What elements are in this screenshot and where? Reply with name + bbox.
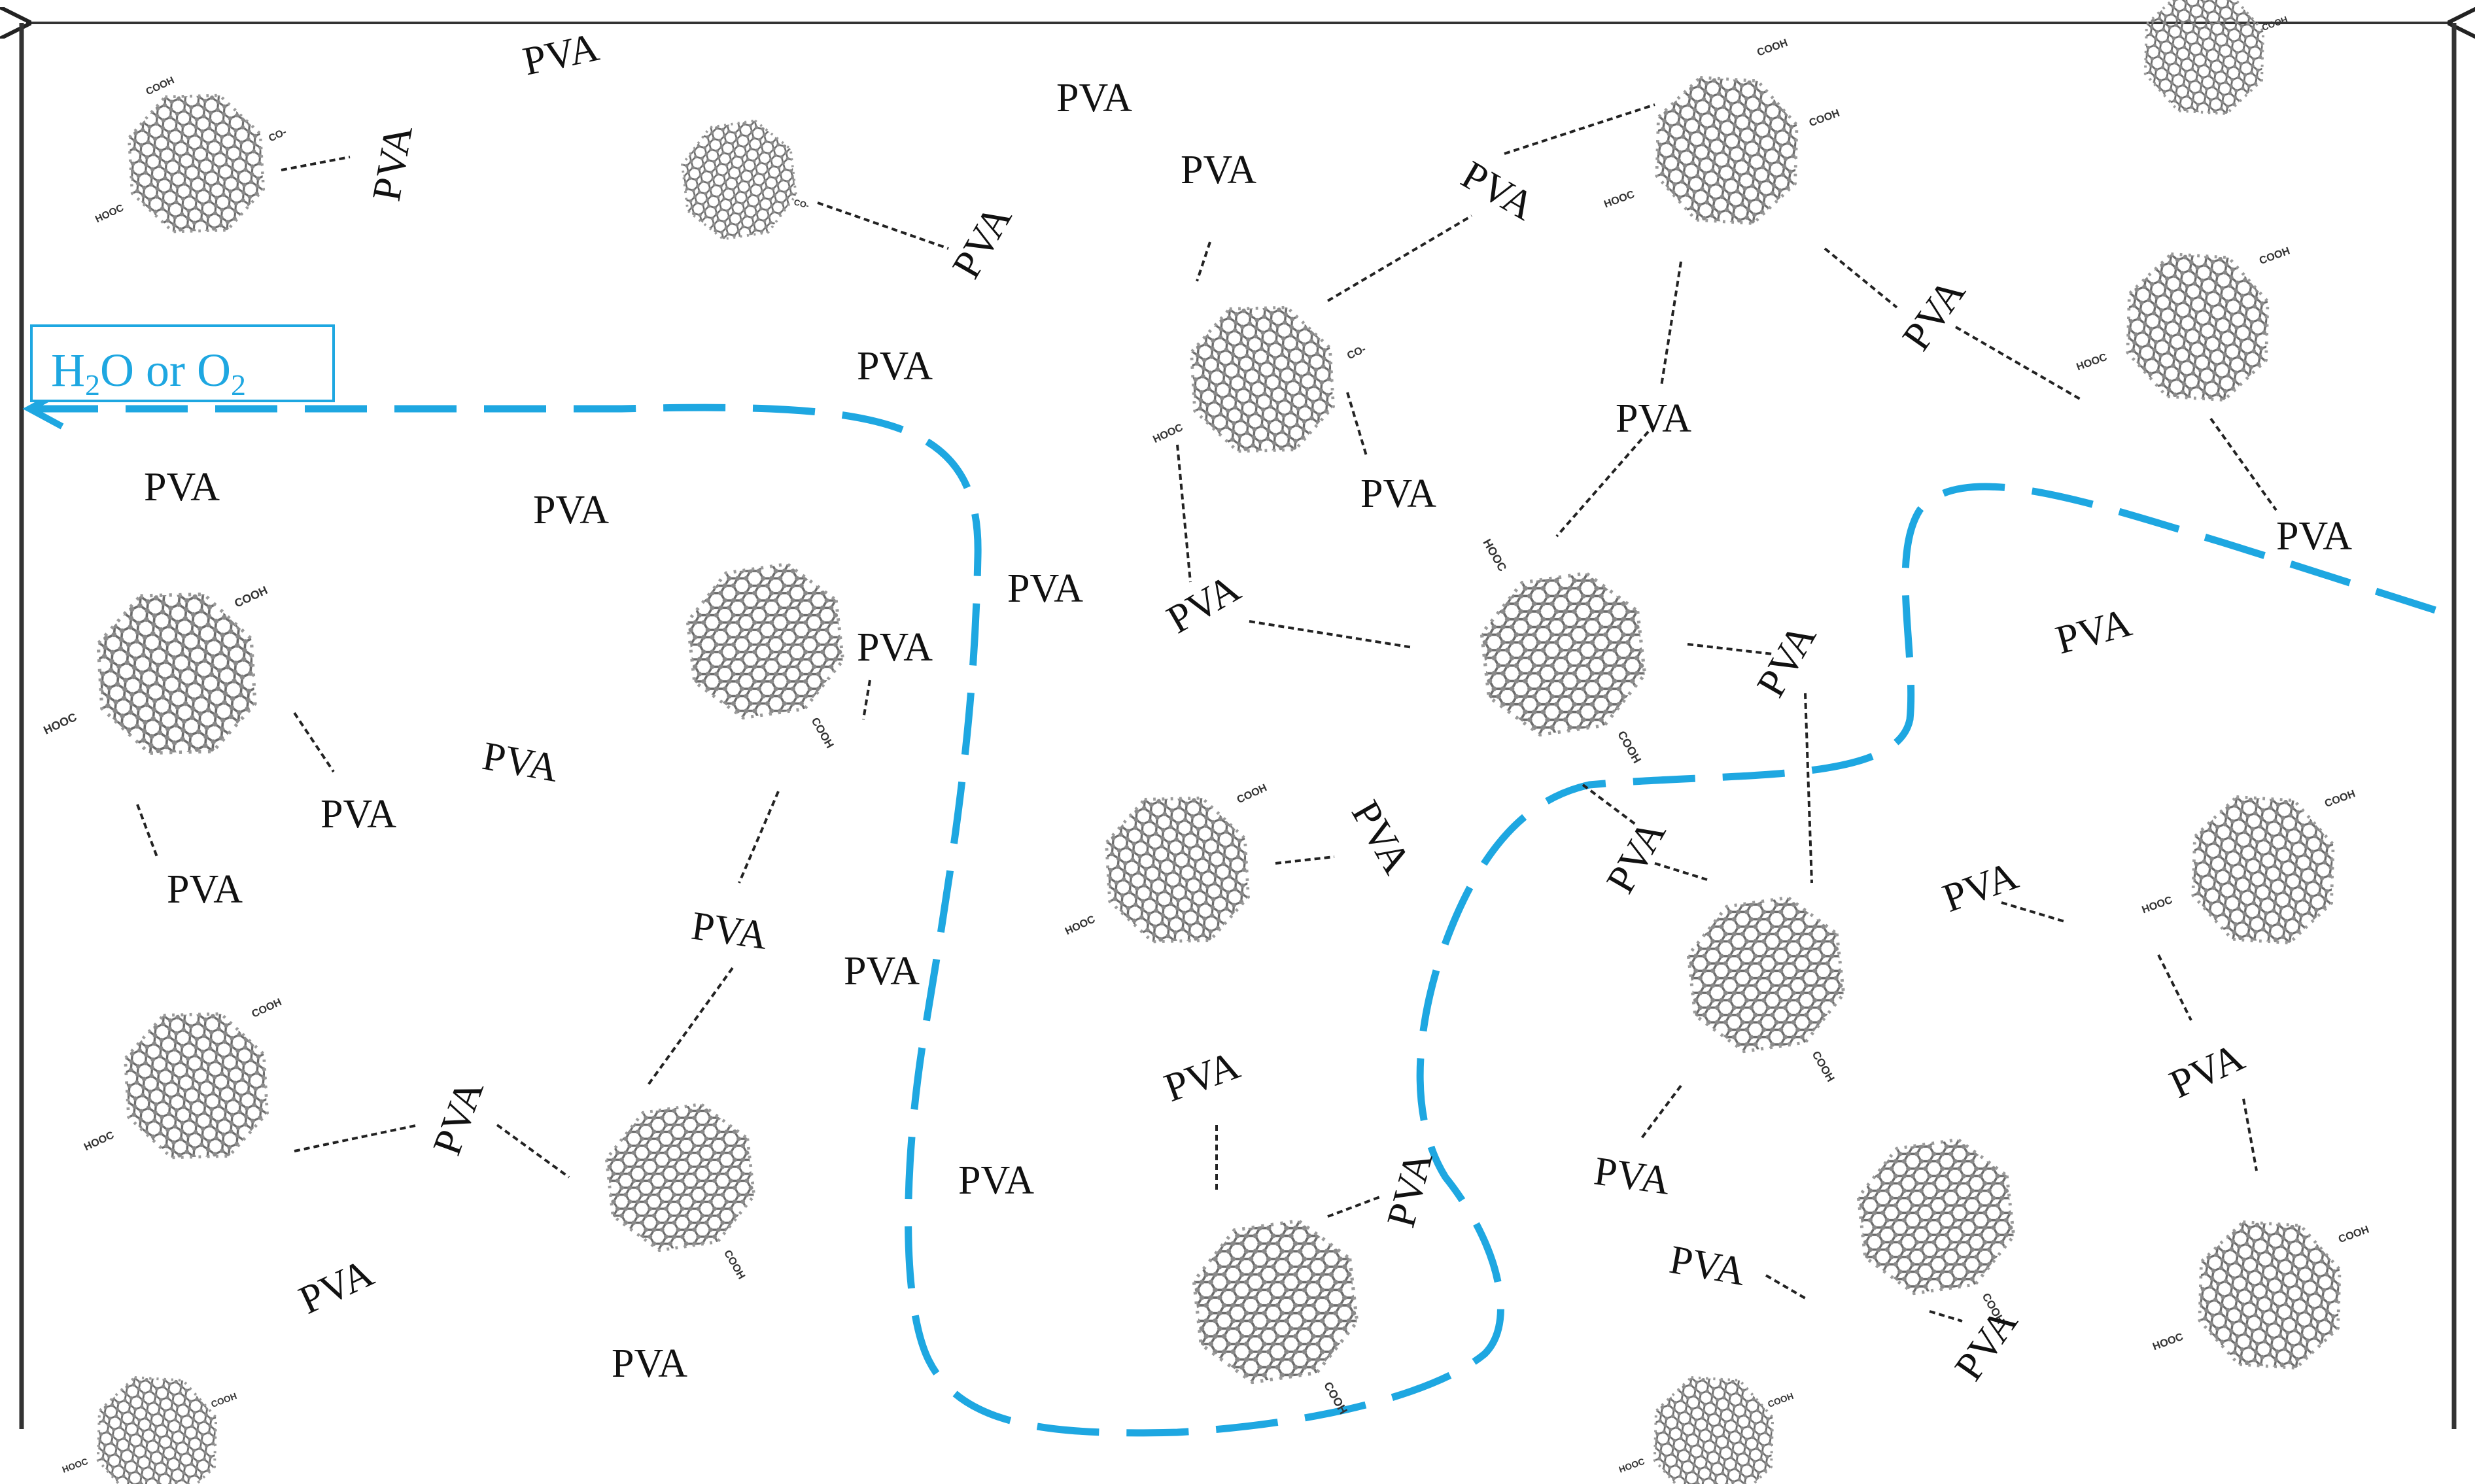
pva-label: PVA — [1748, 616, 1825, 704]
svg-text:COOH: COOH — [2260, 14, 2289, 33]
pva-label: PVA — [167, 867, 243, 912]
pva-label: PVA — [1598, 812, 1674, 901]
pva-label: PVA — [1616, 396, 1691, 441]
svg-text:COOH: COOH — [232, 583, 269, 610]
go-sheet: COOH — [1826, 1108, 2069, 1366]
pva-label: PVA — [944, 198, 1020, 286]
pva-label: PVA — [1360, 472, 1436, 516]
svg-text:COOH: COOH — [1810, 1049, 1837, 1084]
pva-label: PVA — [2051, 600, 2136, 663]
go-sheet: HOOC CO- — [1151, 264, 1368, 502]
pva-labels: PVA PVA PVA PVA PVA PVA PVA PVA PVA PVA … — [144, 25, 2352, 1389]
svg-text:COOH: COOH — [809, 716, 837, 751]
pva-label: PVA — [958, 1158, 1034, 1203]
hydrogen-bonds — [136, 103, 2277, 1322]
pva-label: PVA — [2163, 1035, 2251, 1107]
go-sheet: CO- — [665, 104, 814, 256]
pva-label: PVA — [1007, 566, 1083, 611]
go-sheet: COOH COOH HOOC — [1602, 37, 1841, 269]
svg-text:CO-: CO- — [793, 197, 810, 211]
go-sheet: COOH HOOC — [1064, 751, 1315, 994]
svg-text:COOH: COOH — [1767, 1391, 1795, 1409]
svg-text:COOH: COOH — [2258, 245, 2292, 266]
go-sheet: COOH HOOC — [41, 546, 319, 812]
svg-text:COOH: COOH — [1235, 782, 1269, 806]
pva-label: PVA — [479, 734, 562, 791]
pva-label: PVA — [857, 344, 933, 388]
svg-text:COOH: COOH — [1615, 729, 1644, 765]
go-sheet: COOH HOOC — [61, 1347, 264, 1484]
svg-text:HOOC: HOOC — [1618, 1457, 1646, 1475]
diffusion-path-main — [36, 404, 2441, 1437]
svg-text:HOOC: HOOC — [1064, 913, 1098, 937]
svg-text:HOOC: HOOC — [2151, 1331, 2185, 1353]
gas-legend-box — [30, 324, 335, 402]
go-sheet: COOH HOOC — [2075, 216, 2330, 444]
pva-label: PVA — [1947, 1301, 2026, 1389]
svg-text:CO-: CO- — [267, 126, 288, 144]
go-sheet: COOH — [576, 1074, 806, 1319]
svg-text:HOOC: HOOC — [1151, 421, 1185, 445]
pva-label: PVA — [292, 1251, 380, 1323]
go-sheet: COOH HOOC — [1420, 537, 1703, 811]
svg-text:COOH: COOH — [1756, 37, 1790, 58]
svg-text:HOOC: HOOC — [2140, 894, 2174, 916]
pva-label: PVA — [320, 792, 396, 837]
pva-label: PVA — [424, 1074, 493, 1161]
pva-label: PVA — [1056, 76, 1132, 120]
pva-label: PVA — [144, 465, 220, 509]
go-sheet: COOH HOOC — [2140, 759, 2395, 987]
pva-label: PVA — [1667, 1237, 1749, 1294]
svg-text:COOH: COOH — [1807, 107, 1841, 129]
svg-text:HOOC: HOOC — [94, 202, 126, 225]
svg-text:HOOC: HOOC — [61, 1457, 90, 1475]
go-sheet: COOH HOOC — [1618, 1347, 1820, 1484]
svg-text:COOH: COOH — [210, 1391, 238, 1409]
pva-label: PVA — [1894, 271, 1974, 358]
pva-label: PVA — [364, 122, 421, 204]
pva-label: PVA — [1159, 1043, 1246, 1111]
pva-label: PVA — [519, 25, 603, 84]
go-sheet: COOH HOOC — [2151, 1182, 2371, 1411]
pva-label: PVA — [1591, 1149, 1673, 1204]
pva-label: PVA — [844, 949, 920, 993]
go-sheet: COOH — [1656, 866, 1899, 1124]
pva-label: PVA — [689, 904, 770, 959]
svg-text:COOH: COOH — [144, 75, 176, 97]
go-sheet: COOH — [2123, 0, 2289, 135]
pva-label: PVA — [612, 1341, 687, 1386]
pva-label: PVA — [2276, 514, 2352, 559]
svg-text:HOOC: HOOC — [41, 710, 78, 737]
svg-text:COOH: COOH — [2337, 1224, 2371, 1245]
pva-label: PVA — [533, 488, 609, 532]
pva-label: PVA — [1160, 566, 1248, 642]
svg-text:COOH: COOH — [2323, 787, 2357, 809]
pva-label: PVA — [1343, 793, 1419, 882]
go-sheet: COOH HOOC — [82, 968, 331, 1210]
svg-text:COOH: COOH — [250, 996, 284, 1020]
svg-text:HOOC: HOOC — [1480, 537, 1509, 574]
gas-legend-label: H2O or O2 — [51, 344, 246, 402]
pva-label: PVA — [857, 625, 933, 670]
pva-label: PVA — [1181, 148, 1256, 192]
go-sheet: COOH — [1160, 1187, 1415, 1458]
svg-text:HOOC: HOOC — [2075, 351, 2109, 373]
svg-text:HOOC: HOOC — [82, 1129, 116, 1153]
pva-label: PVA — [1937, 853, 2024, 921]
svg-text:CO-: CO- — [1345, 343, 1368, 362]
svg-text:HOOC: HOOC — [1602, 188, 1636, 211]
svg-text:COOH: COOH — [721, 1248, 748, 1281]
go-sheet: COOH HOOC CO- — [94, 41, 313, 279]
pva-label: PVA — [1379, 1147, 1442, 1232]
